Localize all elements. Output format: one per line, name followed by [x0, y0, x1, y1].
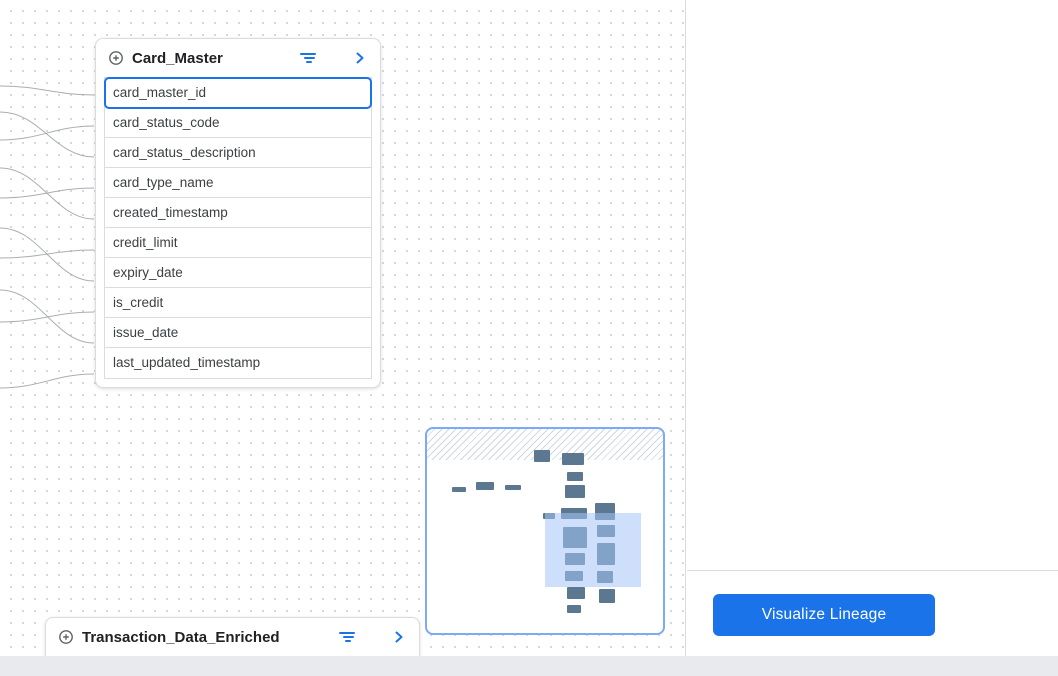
fields-list: card_master_id card_status_code card_sta…	[104, 77, 372, 379]
minimap-block	[567, 587, 585, 599]
lineage-canvas[interactable]: Card_Master card_master_id card_status_c…	[0, 0, 686, 656]
table-icon	[58, 629, 74, 645]
field-row[interactable]: is_credit	[105, 288, 371, 318]
side-panel: Visualize Lineage	[687, 0, 1058, 656]
node-title: Card_Master	[132, 49, 223, 67]
minimap-block	[599, 589, 615, 603]
field-row[interactable]: card_type_name	[105, 168, 371, 198]
filter-icon[interactable]	[339, 630, 357, 644]
table-node-transaction-data-enriched: Transaction_Data_Enriched	[45, 617, 420, 656]
filter-icon[interactable]	[300, 51, 318, 65]
panel-divider	[687, 570, 1058, 571]
minimap-block	[562, 453, 584, 465]
table-node-card-master: Card_Master card_master_id card_status_c…	[95, 38, 381, 388]
field-row[interactable]: created_timestamp	[105, 198, 371, 228]
minimap-block	[534, 450, 550, 462]
minimap-block	[452, 487, 466, 492]
minimap-block	[476, 482, 494, 490]
chevron-right-icon[interactable]	[391, 629, 407, 645]
field-row[interactable]: card_master_id	[104, 77, 372, 109]
minimap[interactable]	[425, 427, 665, 635]
lineage-edges	[0, 85, 95, 389]
minimap-block	[565, 485, 585, 498]
node-header[interactable]: Transaction_Data_Enriched	[46, 618, 419, 656]
visualize-lineage-button[interactable]: Visualize Lineage	[713, 594, 935, 636]
field-row[interactable]: issue_date	[105, 318, 371, 348]
node-header[interactable]: Card_Master	[96, 39, 380, 77]
field-row[interactable]: credit_limit	[105, 228, 371, 258]
bottom-strip	[0, 656, 1058, 676]
table-icon	[108, 50, 124, 66]
field-row[interactable]: last_updated_timestamp	[105, 348, 371, 378]
field-row[interactable]: card_status_description	[105, 138, 371, 168]
chevron-right-icon[interactable]	[352, 50, 368, 66]
side-panel-body	[687, 0, 1058, 570]
field-row[interactable]: expiry_date	[105, 258, 371, 288]
minimap-viewport[interactable]	[545, 513, 641, 587]
node-title: Transaction_Data_Enriched	[82, 628, 280, 646]
minimap-block	[505, 485, 521, 490]
minimap-block	[567, 605, 581, 613]
field-row[interactable]: card_status_code	[105, 108, 371, 138]
minimap-block	[567, 472, 583, 481]
